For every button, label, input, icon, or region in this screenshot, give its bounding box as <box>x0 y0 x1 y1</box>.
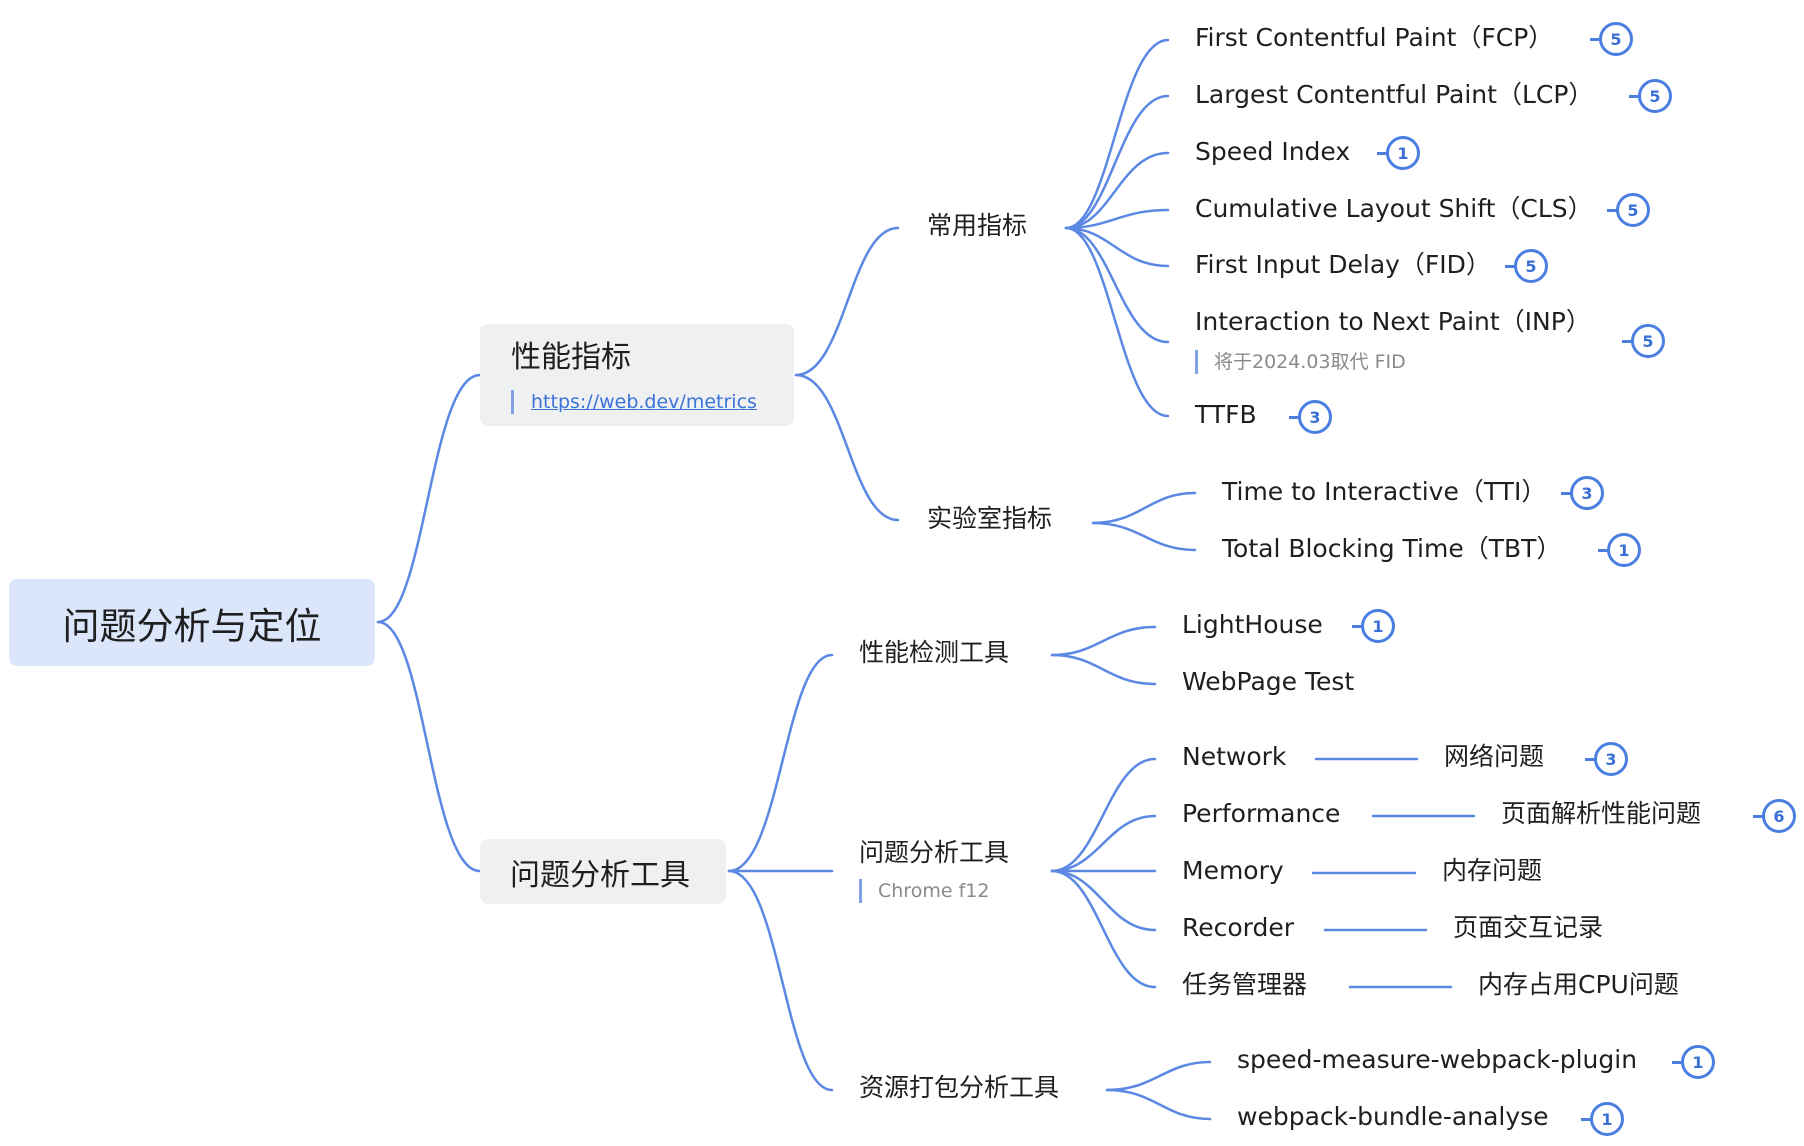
link-detect-lh <box>1050 625 1157 657</box>
link-common-si <box>1064 151 1170 230</box>
node-performance-metrics-title: 性能指标 <box>511 340 631 375</box>
leaf-speed-measure-plugin[interactable]: speed-measure-webpack-plugin <box>1237 1045 1638 1074</box>
node-chrome-tools[interactable]: 问题分析工具 Chrome f12 <box>859 837 1009 903</box>
leaf-memory-child[interactable]: 内存问题 <box>1442 856 1543 885</box>
node-bundle-tools[interactable]: 资源打包分析工具 <box>859 1073 1060 1102</box>
link-common-fcp <box>1064 38 1170 230</box>
leaf-tbt[interactable]: Total Blocking Time（TBT） <box>1222 534 1562 563</box>
leaf-fcp[interactable]: First Contentful Paint（FCP） <box>1195 23 1554 52</box>
badge-ttfb[interactable]: 3 <box>1289 400 1332 434</box>
badge-lcp[interactable]: 5 <box>1629 79 1672 113</box>
metrics-link-container: https://web.dev/metrics <box>511 390 794 414</box>
badge-inp[interactable]: 5 <box>1622 324 1665 358</box>
metrics-link[interactable]: https://web.dev/metrics <box>531 391 757 413</box>
link-root-perf <box>376 373 482 624</box>
leaf-tti[interactable]: Time to Interactive（TTI） <box>1222 477 1547 506</box>
leaf-fid[interactable]: First Input Delay（FID） <box>1195 250 1491 279</box>
leaf-webpagetest[interactable]: WebPage Test <box>1182 667 1355 696</box>
leaf-network-child[interactable]: 网络问题 <box>1444 742 1545 771</box>
leaf-recorder[interactable]: Recorder <box>1182 913 1295 942</box>
badge-fid[interactable]: 5 <box>1505 249 1548 283</box>
leaf-recorder-child[interactable]: 页面交互记录 <box>1453 913 1604 942</box>
link-common-lcp <box>1064 94 1170 230</box>
node-chrome-tools-note: Chrome f12 <box>859 879 1009 903</box>
link-common-ttfb <box>1064 226 1170 418</box>
node-chrome-tools-title: 问题分析工具 <box>859 838 1010 867</box>
leaf-memory[interactable]: Memory <box>1182 856 1284 885</box>
badge-network[interactable]: 3 <box>1585 742 1628 776</box>
link-analysis-recorder <box>1050 869 1157 932</box>
link-detect-wpt <box>1050 653 1157 686</box>
leaf-performance[interactable]: Performance <box>1182 799 1341 828</box>
leaf-inp-label: Interaction to Next Paint（INP） <box>1195 307 1591 336</box>
badge-tti[interactable]: 3 <box>1561 476 1604 510</box>
link-tools-detect <box>727 653 834 873</box>
leaf-lcp[interactable]: Largest Contentful Paint（LCP） <box>1195 80 1594 109</box>
link-analysis-performance <box>1050 814 1157 873</box>
badge-lighthouse[interactable]: 1 <box>1352 609 1395 643</box>
badge-speed-index[interactable]: 1 <box>1377 136 1420 170</box>
badge-performance[interactable]: 6 <box>1753 799 1796 833</box>
node-common-metrics[interactable]: 常用指标 <box>927 211 1028 240</box>
node-performance-metrics[interactable]: 性能指标 https://web.dev/metrics <box>480 324 794 426</box>
link-common-fid <box>1064 226 1170 268</box>
leaf-bundle-analyse[interactable]: webpack-bundle-analyse <box>1237 1102 1549 1131</box>
badge-cls[interactable]: 5 <box>1607 193 1650 227</box>
node-detect-tools[interactable]: 性能检测工具 <box>859 638 1010 667</box>
root-node[interactable]: 问题分析与定位 <box>9 579 375 666</box>
link-tools-bundle <box>727 869 834 1092</box>
node-analysis-tools[interactable]: 问题分析工具 <box>480 839 726 904</box>
link-analysis-taskmgr <box>1050 869 1157 989</box>
leaf-inp-note: 将于2024.03取代 FID <box>1195 350 1591 374</box>
link-perf-lab <box>794 373 900 522</box>
link-perf-common <box>794 226 900 377</box>
link-bundle-smp <box>1105 1060 1212 1092</box>
leaf-task-manager-child[interactable]: 内存占用CPU问题 <box>1478 970 1679 999</box>
leaf-performance-child[interactable]: 页面解析性能问题 <box>1501 799 1702 828</box>
badge-fcp[interactable]: 5 <box>1590 22 1633 56</box>
link-bundle-wba <box>1105 1088 1212 1121</box>
leaf-speed-index[interactable]: Speed Index <box>1195 137 1351 166</box>
leaf-inp[interactable]: Interaction to Next Paint（INP） 将于2024.03… <box>1195 306 1591 374</box>
link-root-tools <box>376 620 482 873</box>
badge-bundle-analyse[interactable]: 1 <box>1581 1102 1624 1136</box>
link-common-cls <box>1064 208 1170 230</box>
leaf-task-manager[interactable]: 任务管理器 <box>1182 970 1308 999</box>
link-common-inp <box>1064 226 1170 344</box>
badge-tbt[interactable]: 1 <box>1598 533 1641 567</box>
badge-speed-measure-plugin[interactable]: 1 <box>1672 1045 1715 1079</box>
link-lab-tbt <box>1091 521 1197 552</box>
leaf-lighthouse[interactable]: LightHouse <box>1182 610 1323 639</box>
node-lab-metrics[interactable]: 实验室指标 <box>927 504 1053 533</box>
leaf-ttfb[interactable]: TTFB <box>1195 400 1257 429</box>
leaf-network[interactable]: Network <box>1182 742 1287 771</box>
link-lab-tti <box>1091 491 1197 525</box>
leaf-cls[interactable]: Cumulative Layout Shift（CLS） <box>1195 194 1593 223</box>
link-analysis-network <box>1050 757 1157 873</box>
